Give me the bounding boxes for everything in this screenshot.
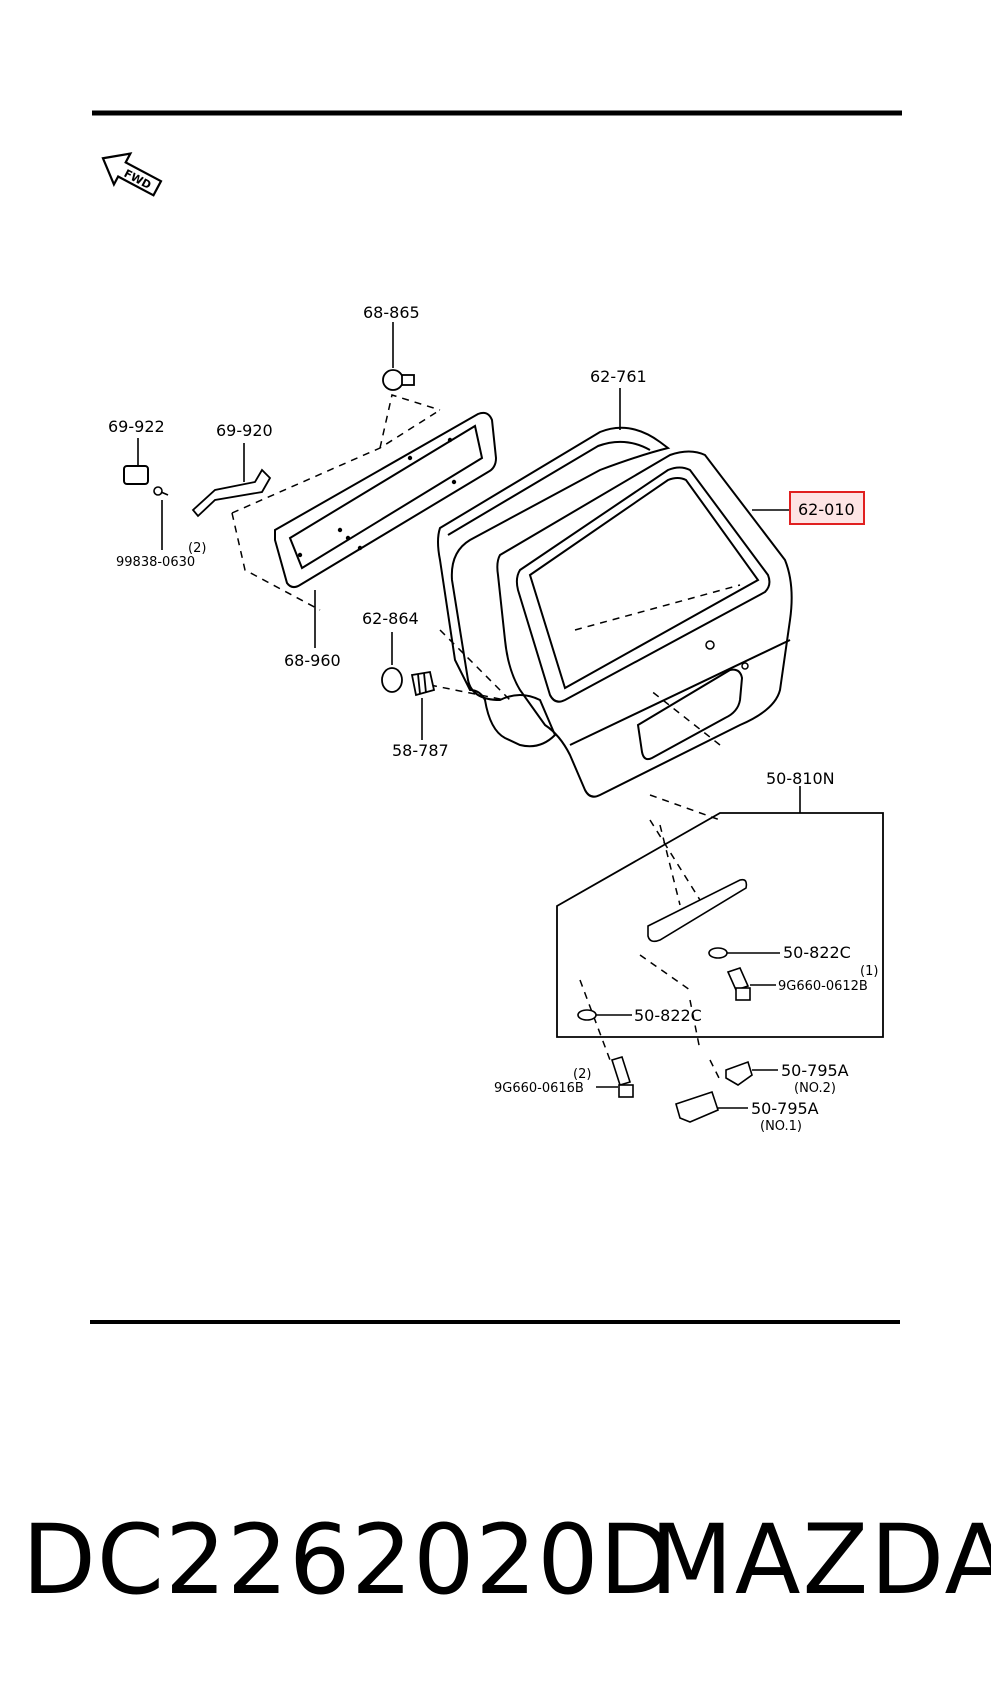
- liftgate-panel: [437, 426, 793, 798]
- footer: DC2262020D MAZDA: [0, 1500, 991, 1620]
- bolt-9G660-0616B: [610, 1056, 634, 1098]
- label-9G660-0616B-qty: (2): [573, 1067, 591, 1082]
- label-62-864: 62-864: [362, 609, 419, 628]
- label-50-822C-b: 50-822C: [634, 1006, 702, 1025]
- weatherstrip-outline: [437, 426, 671, 748]
- hinge-bar: [647, 878, 748, 943]
- label-99838-qty: (2): [188, 541, 206, 556]
- license-recess: [636, 668, 744, 761]
- washer-lower: [577, 1009, 597, 1021]
- screw-68-865: [382, 369, 415, 391]
- label-50-795A-no2: 50-795A: [781, 1061, 849, 1080]
- label-50-795A-no1-sub: (NO.1): [760, 1119, 802, 1134]
- pad-69-922: [123, 465, 149, 485]
- label-62-010: 62-010: [798, 500, 855, 519]
- bolt-99838-0630: [153, 486, 169, 496]
- label-68-960: 68-960: [284, 651, 341, 670]
- gate-window: [515, 466, 771, 703]
- bumper-58-787: [410, 670, 436, 697]
- part-number: DC2262020D: [22, 1504, 675, 1616]
- label-50-795A-no1: 50-795A: [751, 1099, 819, 1118]
- label-9G660-0612B: 9G660-0612B: [778, 979, 868, 994]
- fwd-arrow-icon: FWD: [101, 152, 163, 197]
- label-62-761: 62-761: [590, 367, 647, 386]
- gate-body: [496, 450, 793, 798]
- cap-62-864: [381, 667, 403, 693]
- hinge-kit-box: [556, 812, 884, 1038]
- label-69-920: 69-920: [216, 421, 273, 440]
- label-99838-0630: 99838-0630: [116, 555, 195, 570]
- washer-upper: [708, 947, 728, 959]
- garnish-panel: [274, 411, 498, 589]
- highlight-box: [789, 491, 865, 525]
- bolt-9G660-0612B: [726, 967, 751, 1001]
- label-9G660-0612B-qty: (1): [860, 964, 878, 979]
- brand-name: MAZDA: [650, 1504, 991, 1616]
- label-50-795A-no2-sub: (NO.2): [794, 1081, 836, 1096]
- label-69-922: 69-922: [108, 417, 165, 436]
- label-50-822C-a: 50-822C: [783, 943, 851, 962]
- handle-69-920: [191, 468, 272, 518]
- label-50-810N: 50-810N: [766, 769, 835, 788]
- bracket-50-795A-no1: [675, 1090, 719, 1123]
- label-68-865: 68-865: [363, 303, 420, 322]
- label-58-787: 58-787: [392, 741, 449, 760]
- label-9G660-0616B: 9G660-0616B: [494, 1081, 584, 1096]
- bracket-50-795A-no2: [725, 1060, 753, 1086]
